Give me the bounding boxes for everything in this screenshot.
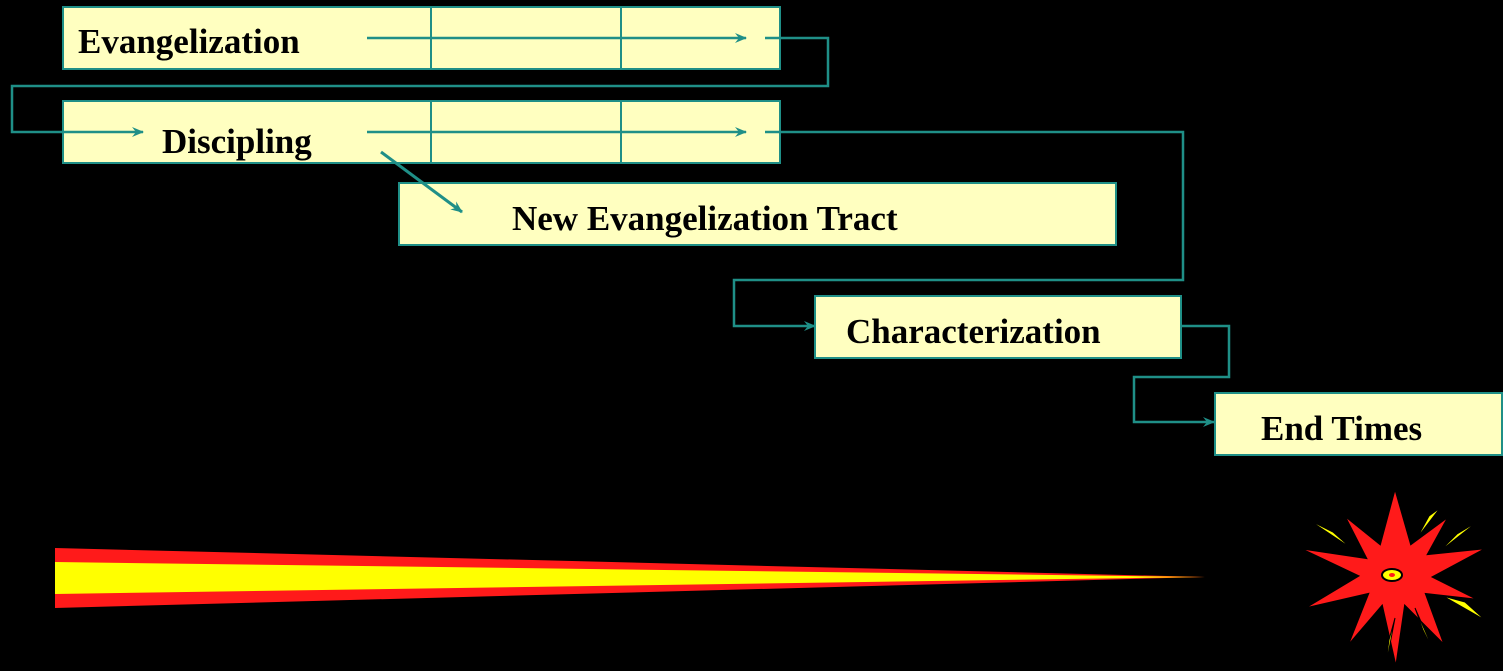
connector-discipling-to-characterization — [732, 130, 1185, 331]
stage-new-evangelization-tract-box — [398, 182, 1117, 246]
stage-end-times-label: End Times — [1261, 409, 1423, 448]
connector-evangelization-to-discipling — [10, 36, 830, 137]
explosion-burst-icon — [1298, 484, 1488, 671]
connector-characterization-to-end-times — [1132, 324, 1231, 427]
burning-fuse-icon — [55, 548, 1205, 608]
stage-discipling-label: Discipling — [162, 122, 312, 161]
stage-characterization-label: Characterization — [846, 312, 1101, 351]
connector-discipling-to-tract — [380, 150, 463, 214]
stage-characterization-box — [814, 295, 1182, 359]
stage-end-times-box — [1214, 392, 1503, 456]
stage-evangelization-label: Evangelization — [78, 22, 300, 61]
stage-new-evangelization-tract-label: New Evangelization Tract — [512, 199, 898, 238]
